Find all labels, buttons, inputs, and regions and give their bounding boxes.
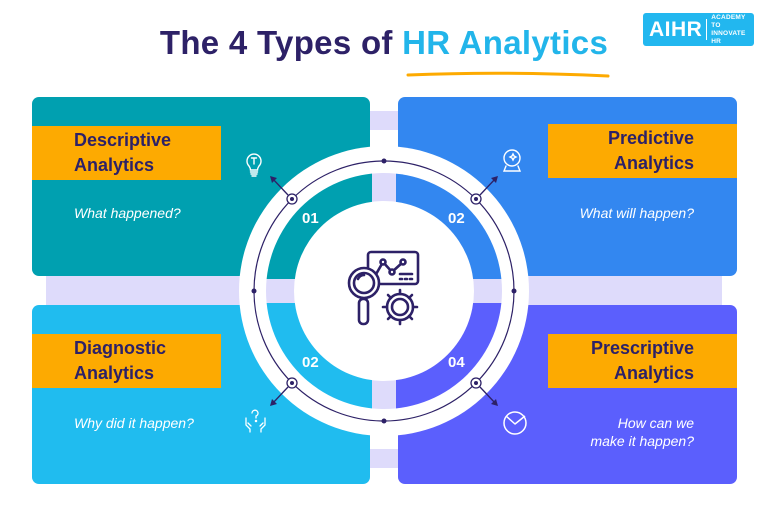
connector-bar-bottom — [370, 449, 398, 468]
label-predictive: Predictive Analytics — [548, 124, 737, 178]
hands-question-icon — [245, 409, 266, 433]
segment-number-01: 01 — [302, 210, 319, 227]
label-diagnostic: Diagnostic Analytics — [32, 334, 221, 388]
lightbulb-icon — [246, 153, 262, 177]
question-descriptive: What happened? — [74, 205, 181, 221]
title-underline — [406, 71, 610, 78]
question-prescriptive: How can we make it happen? — [590, 415, 694, 449]
aihr-logo: AIHR ACADEMY TO INNOVATE HR — [643, 13, 754, 46]
segment-number-03: 02 — [302, 354, 319, 371]
segment-number-04: 04 — [448, 354, 465, 371]
title-highlight: HR Analytics — [402, 24, 609, 61]
connector-bar-top — [370, 111, 398, 130]
logo-tagline: ACADEMY TO INNOVATE HR — [711, 13, 746, 45]
segment-number-02: 02 — [448, 210, 465, 227]
connector-bar-left — [46, 276, 246, 305]
connector-bar-right — [522, 276, 722, 305]
logo-brand: AIHR — [649, 17, 703, 41]
pie-chart-icon — [503, 411, 527, 435]
crystal-ball-icon — [502, 149, 522, 172]
analytics-magnifier-gear-icon — [347, 250, 420, 326]
logo-divider — [706, 19, 708, 40]
page-title: The 4 Types of HR Analytics — [0, 24, 768, 62]
title-prefix: The 4 Types of — [159, 24, 403, 61]
question-diagnostic: Why did it happen? — [74, 415, 194, 431]
label-descriptive: Descriptive Analytics — [32, 126, 221, 180]
label-prescriptive: Prescriptive Analytics — [548, 334, 737, 388]
question-predictive: What will happen? — [579, 205, 694, 221]
